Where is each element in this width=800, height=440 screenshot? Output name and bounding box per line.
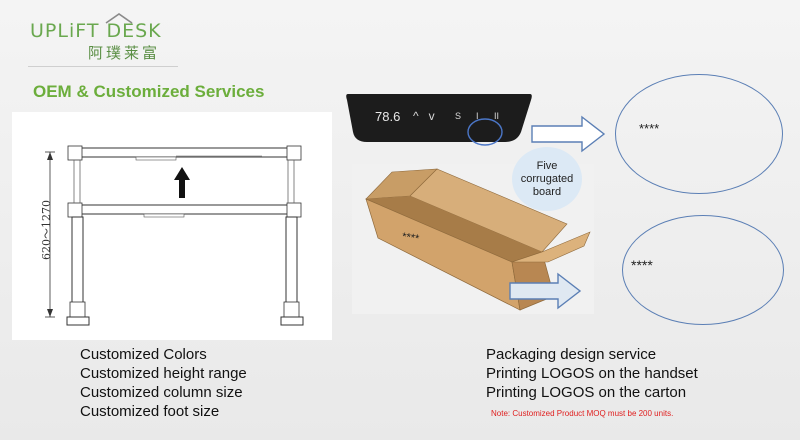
- service-list: Packaging design service Printing LOGOS …: [486, 345, 698, 402]
- arrow-right-icon: [531, 115, 606, 153]
- handset-buttons: ^v: [413, 109, 445, 123]
- arrow-right-icon: [509, 272, 582, 310]
- up-button-icon: ^: [413, 109, 429, 123]
- list-item: Customized height range: [80, 365, 247, 382]
- moq-note: Note: Customized Product MOQ must be 200…: [491, 409, 674, 418]
- carton-logo-placeholder: ****: [631, 257, 653, 273]
- down-button-icon: v: [428, 109, 445, 123]
- list-item: Customized Colors: [80, 346, 207, 363]
- carton-logo-mark: ****: [401, 230, 420, 246]
- handset-drawing: [346, 94, 532, 146]
- callout-line-3: board: [532, 185, 562, 198]
- list-item: Customized foot size: [80, 403, 220, 420]
- brand-logo-chinese: 阿璞莱富: [88, 44, 161, 62]
- list-item: Printing LOGOS on the carton: [486, 384, 687, 401]
- desk-frame-drawing: [45, 145, 304, 326]
- handset-logo-placeholder: ****: [639, 121, 660, 136]
- house-roof-icon: [105, 13, 133, 24]
- page-title: OEM & Customized Services: [33, 82, 265, 101]
- desk-frame-diagram: 620～1270: [12, 112, 332, 340]
- carton-box-drawing: [365, 168, 591, 311]
- list-item: Printing LOGOS on the handset: [486, 365, 698, 382]
- carton-logo-preview: ****: [622, 215, 784, 325]
- up-arrow-icon: [174, 167, 190, 198]
- callout-line-1: Five: [536, 159, 558, 172]
- list-item: Packaging design service: [486, 346, 657, 363]
- height-range-label: 620～1270: [40, 200, 53, 260]
- list-item: Customized column size: [80, 384, 243, 401]
- handset-logo-preview: ****: [615, 74, 783, 194]
- brand-logo-text: UPLiFT DESK: [30, 20, 162, 42]
- handset-logo-highlight: [467, 118, 503, 146]
- customization-list: Customized Colors Customized height rang…: [80, 345, 247, 421]
- callout-line-2: corrugated: [520, 172, 574, 185]
- logo-divider: [28, 66, 178, 67]
- handset-display: 78.6: [375, 109, 401, 124]
- corrugated-board-callout: Five corrugated board: [512, 147, 582, 211]
- preset-one-button: I: [476, 111, 479, 121]
- handset-image: 78.6 ^v S I II: [345, 88, 535, 163]
- s-button: S: [455, 111, 462, 121]
- preset-two-button: II: [494, 111, 500, 121]
